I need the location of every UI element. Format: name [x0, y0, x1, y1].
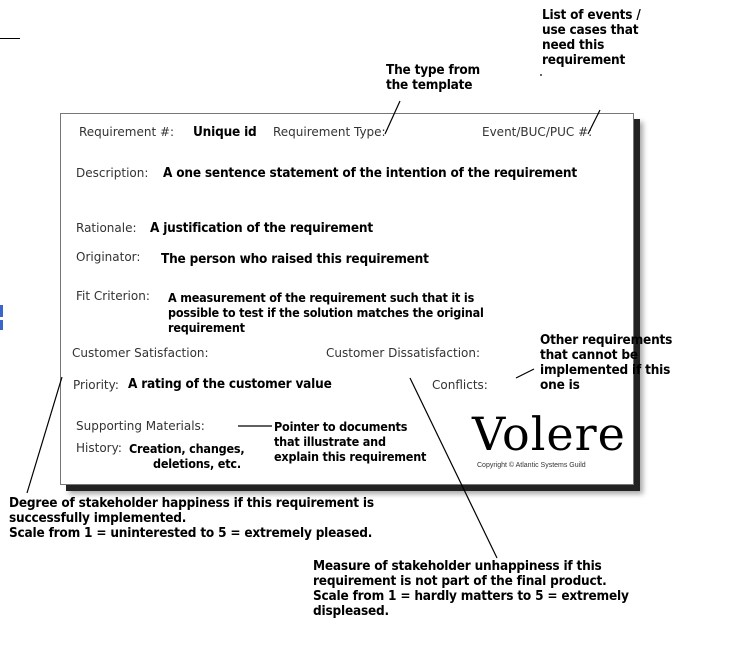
priority-label: Priority:: [73, 378, 119, 392]
fit-criterion-value: A measurement of the requirement such th…: [168, 290, 484, 335]
pointer-happiness: [26, 376, 63, 494]
priority-value: A rating of the customer value: [128, 376, 332, 392]
description-value: A one sentence statement of the intentio…: [163, 165, 577, 181]
pointer-events: [587, 109, 601, 135]
requirement-type-label: Requirement Type:: [273, 125, 386, 139]
requirement-number-value: Unique id: [193, 124, 257, 140]
originator-label: Originator:: [76, 250, 141, 264]
originator-value: The person who raised this requirement: [161, 251, 429, 267]
callout-type: The type from the template: [386, 62, 480, 93]
conflicts-label: Conflicts:: [432, 378, 488, 392]
supporting-materials-label: Supporting Materials:: [76, 419, 205, 433]
margin-rule: [0, 38, 20, 39]
margin-mark: [0, 305, 3, 317]
pointer-conflicts: [515, 368, 535, 379]
rationale-label: Rationale:: [76, 221, 137, 235]
callout-dot: [540, 74, 542, 76]
callout-other-requirements: Other requirements that cannot be implem…: [540, 332, 673, 393]
requirement-card: [60, 113, 634, 485]
requirement-number-label: Requirement #:: [79, 125, 175, 139]
fit-criterion-label: Fit Criterion:: [76, 289, 150, 303]
history-label: History:: [76, 441, 122, 455]
callout-happiness: Degree of stakeholder happiness if this …: [9, 495, 374, 541]
pointer-unhappiness: [409, 377, 498, 559]
copyright-text: Copyright © Atlantic Systems Guild: [477, 462, 586, 469]
event-buc-puc-label: Event/BUC/PUC #:: [482, 125, 593, 139]
history-value: Creation, changes, deletions, etc.: [129, 441, 245, 471]
supporting-materials-value: Pointer to documents that illustrate and…: [274, 419, 427, 464]
callout-events: List of events / use cases that need thi…: [542, 7, 641, 68]
pointer-type: [384, 100, 401, 135]
customer-dissatisfaction-label: Customer Dissatisfaction:: [326, 346, 481, 360]
volere-logo: Volere: [472, 407, 626, 461]
margin-mark-2: [0, 320, 3, 330]
rationale-value: A justification of the requirement: [150, 220, 373, 236]
callout-unhappiness: Measure of stakeholder unhappiness if th…: [313, 558, 629, 619]
customer-satisfaction-label: Customer Satisfaction:: [72, 346, 209, 360]
description-label: Description:: [76, 166, 149, 180]
